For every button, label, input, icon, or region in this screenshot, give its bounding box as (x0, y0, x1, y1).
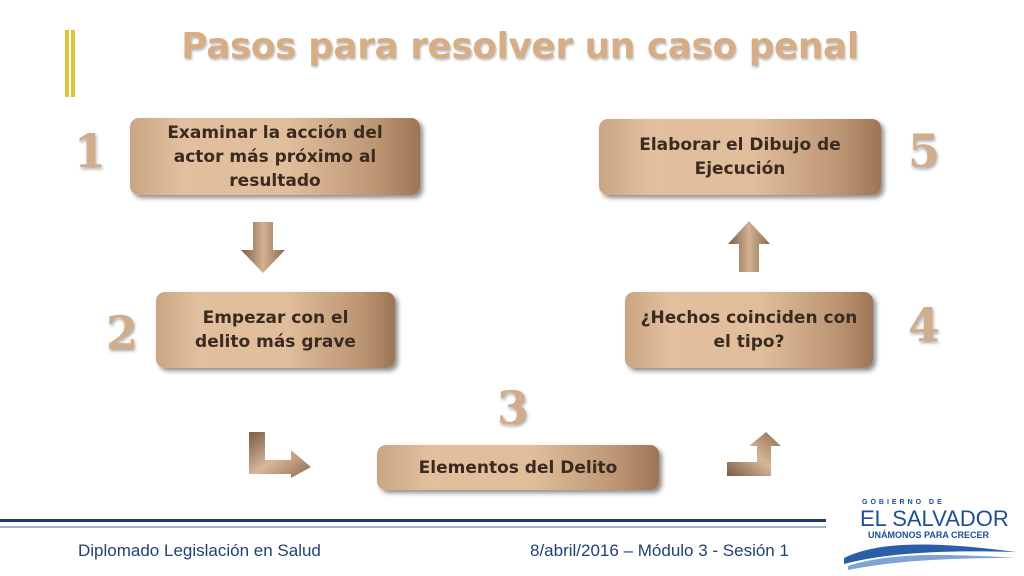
logo-small-text: GOBIERNO DE (862, 499, 945, 506)
accent-bar-left (65, 30, 69, 97)
footer-date-session: 8/abril/2016 – Módulo 3 - Sesión 1 (530, 541, 789, 560)
logo-slogan: UNÁMONOS PARA CRECER (868, 530, 990, 540)
logo-wave-light (848, 555, 1016, 570)
step-4-box: ¿Hechos coinciden con el tipo? (625, 292, 873, 368)
step-5-box: Elaborar el Dibujo de Ejecución (599, 119, 881, 195)
bent-arrow-up-icon (727, 432, 781, 476)
step-3-text: Elementos del Delito (418, 457, 618, 478)
step-1-number: 1 (74, 124, 107, 178)
logo-name: EL SALVADOR (860, 506, 1009, 531)
step-5-text: Elaborar el Dibujo de Ejecución (639, 135, 841, 179)
step-2-number: 2 (106, 306, 139, 360)
step-4-text: ¿Hechos coinciden con el tipo? (640, 308, 858, 352)
footer-course: Diplomado Legislación en Salud (78, 541, 321, 560)
footer-divider-top (0, 519, 826, 522)
bent-arrow-right-icon (249, 432, 311, 478)
step-1-text: Examinar la acción del actor más próximo… (167, 122, 383, 191)
accent-bar-right (71, 30, 75, 97)
el-salvador-logo: GOBIERNO DE EL SALVADOR UNÁMONOS PARA CR… (844, 499, 1016, 570)
slide-title: Pasos para resolver un caso penal (181, 26, 859, 67)
step-3-box: Elementos del Delito (377, 445, 659, 490)
step-2-text: Empezar con el delito más grave (195, 308, 356, 352)
step-2-box: Empezar con el delito más grave (156, 292, 395, 368)
logo-wave (844, 544, 1016, 564)
arrow-up-icon (728, 221, 770, 272)
step-1-box: Examinar la acción del actor más próximo… (130, 118, 420, 195)
step-5-number: 5 (908, 124, 941, 178)
step-4-number: 4 (908, 298, 941, 352)
step-3-number: 3 (497, 381, 530, 435)
footer-divider-bottom (0, 526, 826, 528)
arrow-down-icon (241, 222, 285, 273)
